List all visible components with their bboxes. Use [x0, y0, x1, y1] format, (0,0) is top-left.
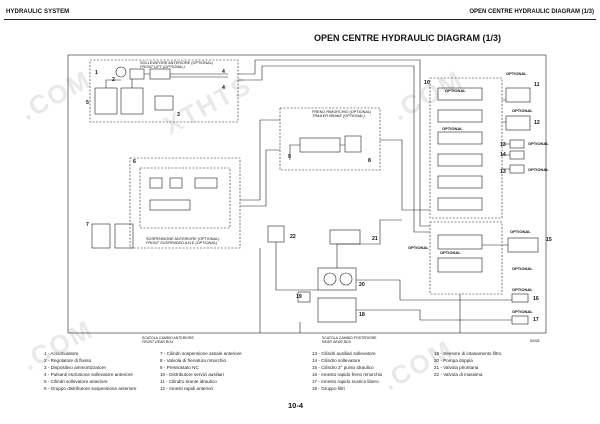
legend-column-1: 1 - Accumulatore 2 - Regolatore di fluss… [44, 350, 136, 392]
callout-18: 18 [359, 312, 365, 318]
optional-label: OPTIONAL [510, 229, 531, 234]
legend-column-2: 7 - Cilindri sospensione assale anterior… [160, 350, 242, 392]
legend-column-4: 19 - Sensore di intasamento filtro 20 - … [434, 350, 501, 378]
callout-13: 13 [500, 142, 506, 148]
legend-item: 4 - Pulsanti esclusione sollevatore ante… [44, 372, 133, 377]
front-suspension-box [129, 157, 241, 249]
callout-8: 8 [368, 158, 371, 164]
legend-item: 2 - Regolatore di flusso [44, 358, 92, 363]
legend-column-3: 13 - Cilindri ausiliari sollevatore 14 -… [312, 350, 382, 392]
callout-14: 14 [500, 152, 506, 158]
front-axle-label-en: FRONT SUSPENDED AXLE (OPTIONAL) [146, 241, 218, 245]
optional-label: OPTIONAL [512, 287, 533, 292]
legend-item: 12 - Innesti rapidi anteriori [160, 386, 214, 391]
callout-9: 9 [288, 154, 291, 160]
front-axle-label-it: SOSPENSIONE ANTERIORE (OPTIONAL) [146, 237, 220, 241]
callout-1: 1 [95, 70, 98, 76]
legend-item: 13 - Cilindri ausiliari sollevatore [312, 351, 376, 356]
optional-label: OPTIONAL [512, 266, 533, 271]
legend-item: 21 - Valvola prioritaria [434, 365, 479, 370]
callout-3: 3 [177, 112, 180, 118]
front-gearbox-label-en: FRONT GEAR BOX [142, 340, 174, 344]
callout-11: 11 [534, 82, 540, 88]
legend-item: 20 - Pompa doppia [434, 358, 473, 363]
legend-item: 10 - Distributore servizi ausiliari [160, 372, 224, 377]
callout-7: 7 [86, 222, 89, 228]
callout-15: 15 [546, 237, 552, 243]
header-section-title: HYDRAULIC SYSTEM [6, 9, 70, 15]
rear-gearbox-label-it: SCATOLA CAMBIO POSTERIORE [322, 336, 377, 340]
callout-22: 22 [290, 234, 296, 240]
diagram-frame [67, 54, 547, 334]
optional-label: OPTIONAL [512, 309, 533, 314]
callout-20: 20 [359, 282, 365, 288]
front-lift-box [89, 59, 239, 123]
optional-label: OPTIONAL [506, 71, 527, 76]
legend-item: 11 - Cilindro tirante idraulico [160, 379, 217, 384]
optional-label: OPTIONAL [440, 250, 461, 255]
page-header: HYDRAULIC SYSTEM OPEN CENTRE HYDRAULIC D… [0, 0, 600, 24]
front-gearbox-label-it: SCATOLA CAMBIO ANTERIORE [142, 336, 194, 340]
aux-distributor-box [429, 77, 503, 219]
front-lift-label-it: SOLLEVATORE ANTERIORE (OPTIONAL) [140, 61, 214, 65]
page-number: 10-4 [288, 401, 304, 410]
legend-item: 17 - Innesto rapido scarico libero [312, 379, 379, 384]
callout-16: 16 [533, 296, 539, 302]
header-page-title: OPEN CENTRE HYDRAULIC DIAGRAM (1/3) [469, 9, 594, 15]
optional-label: OPTIONAL [408, 245, 429, 250]
legend-item: 8 - Valvola di frenatura rimorchio [160, 358, 227, 363]
lift-valve-box [429, 221, 503, 295]
callout-4: 4 [222, 69, 225, 75]
figure-code: D0026 [530, 339, 540, 343]
diagram-title: OPEN CENTRE HYDRAULIC DIAGRAM (1/3) [314, 33, 502, 43]
legend-item: 14 - Cilindro sollevatore [312, 358, 361, 363]
legend-item: 16 - Innesto rapido freno rimorchio [312, 372, 383, 377]
callout-13b: 13 [500, 169, 506, 175]
optional-label: OPTIONAL [445, 88, 466, 93]
callout-5: 5 [86, 100, 89, 106]
callout-12: 12 [534, 120, 540, 126]
legend-item: 18 - Gruppo filtri [312, 386, 345, 391]
optional-label: OPTIONAL [512, 108, 533, 113]
legend-item: 5 - Cilindri sollevatore anteriore [44, 379, 108, 384]
legend-item: 3 - Dispositivo ammortizzatore [44, 365, 106, 370]
callout-10: 10 [424, 80, 430, 86]
front-lift-label-en: FRONT LIFT (OPTIONAL) [140, 65, 185, 69]
callout-2: 2 [112, 77, 115, 83]
callout-19: 19 [296, 294, 302, 300]
callout-4b: 4 [222, 85, 225, 91]
legend-item: 7 - Cilindri sospensione assale anterior… [160, 351, 242, 356]
legend-item: 9 - Pressostato NC [160, 365, 199, 370]
legend-item: 19 - Sensore di intasamento filtro [434, 351, 502, 356]
optional-label: OPTIONAL [442, 126, 463, 131]
callout-6: 6 [133, 159, 136, 165]
trailer-brake-label-it: FRENO RIMORCHIO (OPTIONAL) [312, 110, 372, 114]
header-rule [4, 19, 596, 20]
optional-label: OPTIONAL [528, 167, 549, 172]
trailer-brake-label-en: TRAILER BRAKE (OPTIONAL) [312, 114, 365, 118]
callout-21: 21 [372, 236, 378, 242]
legend-item: 1 - Accumulatore [44, 351, 79, 356]
optional-label: OPTIONAL [528, 141, 549, 146]
legend-item: 6 - Gruppo distributore sospensione ante… [44, 386, 137, 391]
trailer-brake-box [279, 107, 381, 171]
rear-gearbox-label-en: REAR GEAR BOX [322, 340, 352, 344]
legend-item: 15 - Cilindro 3° punto idraulico [312, 365, 374, 370]
legend-item: 22 - Valvola di massima [434, 372, 483, 377]
callout-17: 17 [533, 317, 539, 323]
